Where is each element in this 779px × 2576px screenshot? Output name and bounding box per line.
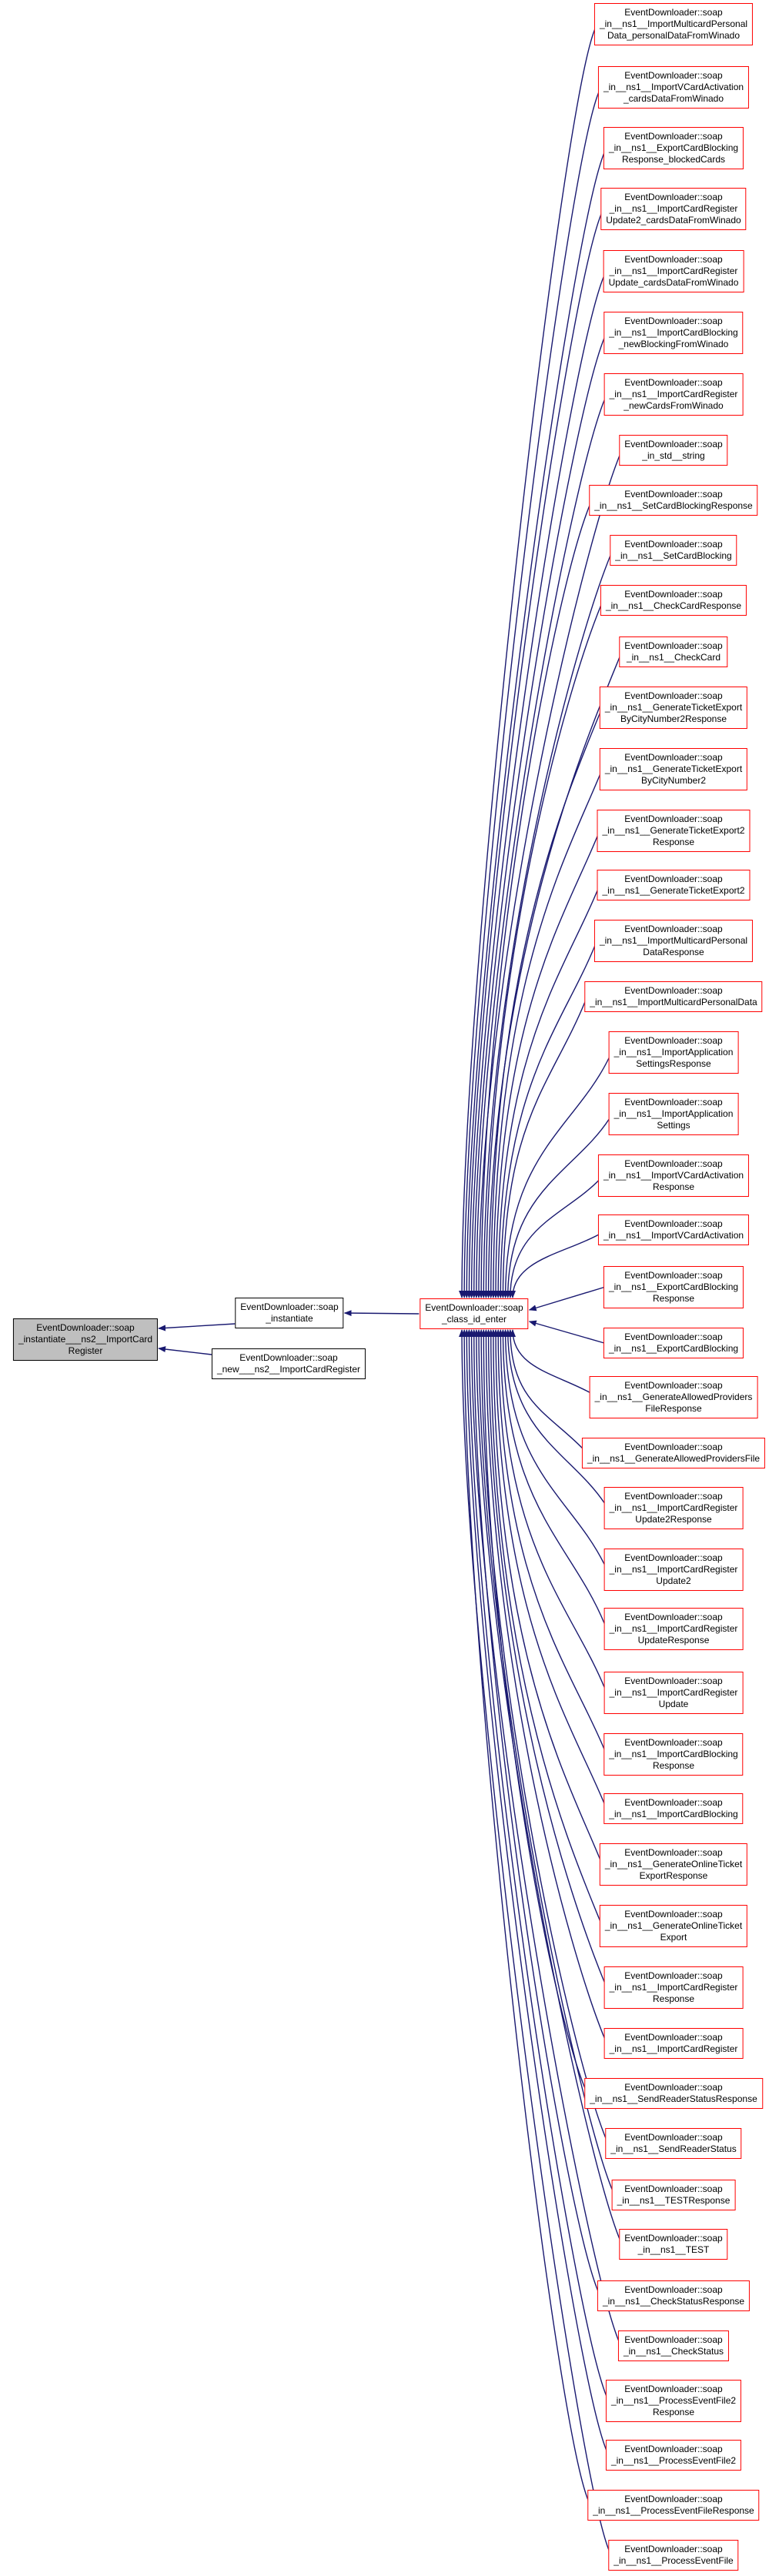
caller-node[interactable]: EventDownloader::soap _in__ns1__ImportCa… [603, 250, 744, 292]
caller-node[interactable]: EventDownloader::soap _in__ns1__ProcessE… [605, 2380, 742, 2422]
caller-node[interactable]: EventDownloader::soap _in__ns1__Generate… [599, 748, 748, 790]
caller-node[interactable]: EventDownloader::soap _in__ns1__ImportAp… [608, 1093, 739, 1135]
caller-node[interactable]: EventDownloader::soap _in__ns1__ImportMu… [584, 981, 763, 1012]
caller-node[interactable]: EventDownloader::soap _in__ns1__TESTResp… [611, 2180, 736, 2210]
caller-node[interactable]: EventDownloader::soap _in__ns1__ImportCa… [603, 1793, 744, 1824]
caller-node[interactable]: EventDownloader::soap _in__ns1__CheckSta… [617, 2330, 730, 2361]
caller-node[interactable]: EventDownloader::soap _in__ns1__ExportCa… [603, 1328, 744, 1358]
caller-node[interactable]: EventDownloader::soap _in__ns1__ExportCa… [603, 1266, 744, 1308]
caller-node[interactable]: EventDownloader::soap _in__ns1__SetCardB… [610, 535, 737, 566]
caller-node[interactable]: EventDownloader::soap _in__ns1__SendRead… [584, 2078, 763, 2109]
caller-node[interactable]: EventDownloader::soap _in_std__string [619, 435, 728, 466]
caller-node[interactable]: EventDownloader::soap _in__ns1__ImportAp… [608, 1031, 739, 1074]
caller-node[interactable]: EventDownloader::soap _in__ns1__Generate… [597, 810, 751, 852]
caller-node[interactable]: EventDownloader::soap _in__ns1__ProcessE… [608, 2540, 739, 2571]
caller-node[interactable]: EventDownloader::soap _in__ns1__TEST [619, 2229, 728, 2260]
caller-node[interactable]: EventDownloader::soap _in__ns1__Generate… [599, 687, 748, 729]
caller-node[interactable]: EventDownloader::soap _in__ns1__CheckCar… [600, 585, 747, 616]
caller-node[interactable]: EventDownloader::soap _in__ns1__ImportCa… [600, 188, 747, 230]
caller-node[interactable]: EventDownloader::soap _in__ns1__Generate… [599, 1905, 748, 1947]
caller-node[interactable]: EventDownloader::soap _in__ns1__ExportCa… [603, 127, 744, 169]
caller-node[interactable]: EventDownloader::soap _in__ns1__ImportCa… [603, 1966, 744, 2009]
caller-node[interactable]: EventDownloader::soap _in__ns1__Generate… [597, 870, 751, 900]
caller-node[interactable]: EventDownloader::soap _in__ns1__CheckCar… [619, 636, 728, 667]
caller-node[interactable]: EventDownloader::soap _in__ns1__ImportCa… [603, 1733, 744, 1776]
caller-node[interactable]: EventDownloader::soap _in__ns1__ProcessE… [605, 2440, 742, 2471]
caller-node[interactable]: EventDownloader::soap _in__ns1__ImportCa… [603, 312, 744, 354]
caller-node[interactable]: EventDownloader::soap _in__ns1__CheckSta… [597, 2280, 751, 2311]
caller-node[interactable]: EventDownloader::soap _in__ns1__ImportVC… [597, 1154, 750, 1197]
caller-node[interactable]: EventDownloader::soap _in__ns1__SendRead… [605, 2128, 742, 2159]
node-soap-class-id-enter[interactable]: EventDownloader::soap _class_id_enter [420, 1298, 529, 1329]
caller-node[interactable]: EventDownloader::soap _in__ns1__ImportMu… [593, 920, 754, 962]
caller-node[interactable]: EventDownloader::soap _in__ns1__ImportVC… [597, 1214, 750, 1245]
caller-node[interactable]: EventDownloader::soap _in__ns1__Generate… [589, 1376, 758, 1418]
caller-node[interactable]: EventDownloader::soap _in__ns1__Generate… [581, 1438, 766, 1468]
caller-node[interactable]: EventDownloader::soap _in__ns1__ProcessE… [587, 2490, 760, 2521]
caller-node[interactable]: EventDownloader::soap _in__ns1__ImportVC… [597, 66, 750, 109]
node-soap-instantiate: EventDownloader::soap _instantiate [235, 1298, 344, 1328]
caller-node[interactable]: EventDownloader::soap _in__ns1__ImportCa… [603, 1549, 744, 1591]
caller-node[interactable]: EventDownloader::soap _in__ns1__ImportMu… [593, 3, 754, 45]
caller-node[interactable]: EventDownloader::soap _in__ns1__ImportCa… [603, 1487, 744, 1529]
caller-node[interactable]: EventDownloader::soap _in__ns1__ImportCa… [603, 373, 744, 416]
node-soap-new-ns2-importcardregister: EventDownloader::soap _new___ns2__Import… [211, 1348, 366, 1379]
caller-node[interactable]: EventDownloader::soap _in__ns1__SetCardB… [589, 485, 758, 516]
caller-node[interactable]: EventDownloader::soap _in__ns1__ImportCa… [603, 2028, 744, 2059]
caller-node[interactable]: EventDownloader::soap _in__ns1__ImportCa… [603, 1672, 744, 1714]
caller-node[interactable]: EventDownloader::soap _in__ns1__ImportCa… [603, 1608, 744, 1650]
node-soap-instantiate-ns2-importcardregister: EventDownloader::soap _instantiate___ns2… [12, 1318, 159, 1361]
caller-node[interactable]: EventDownloader::soap _in__ns1__Generate… [599, 1843, 748, 1886]
